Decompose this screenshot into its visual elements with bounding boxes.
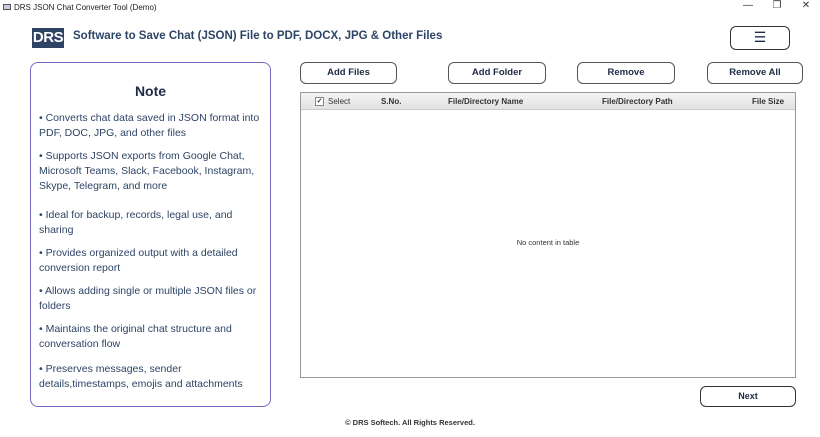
- table-header: ✓ Select S.No. File/Directory Name File/…: [301, 93, 795, 110]
- select-all-checkbox[interactable]: ✓: [315, 97, 324, 106]
- note-item: • Maintains the original chat structure …: [39, 323, 232, 350]
- note-item: • Provides organized output with a detai…: [39, 247, 238, 274]
- add-folder-button[interactable]: Add Folder: [448, 62, 546, 84]
- restore-button[interactable]: ❐: [772, 0, 782, 11]
- logo: DRS: [32, 28, 64, 48]
- remove-all-button[interactable]: Remove All: [707, 62, 803, 84]
- menu-button[interactable]: ☰: [730, 26, 790, 50]
- column-select: Select: [328, 97, 351, 106]
- add-files-button[interactable]: Add Files: [300, 62, 397, 84]
- minimize-button[interactable]: —: [743, 0, 753, 11]
- footer: © DRS Softech. All Rights Reserved.: [345, 418, 475, 427]
- column-name: File/Directory Name: [448, 97, 524, 106]
- note-item: • Converts chat data saved in JSON forma…: [39, 112, 260, 139]
- note-panel: Note • Converts chat data saved in JSON …: [30, 62, 271, 407]
- note-item: • Supports JSON exports from Google Chat…: [39, 150, 255, 192]
- next-button[interactable]: Next: [700, 386, 796, 407]
- column-sno: S.No.: [381, 97, 402, 106]
- empty-message: No content in table: [516, 238, 580, 247]
- app-icon: [3, 4, 11, 10]
- close-button[interactable]: ✕: [801, 0, 811, 11]
- note-item: • Ideal for backup, records, legal use, …: [39, 209, 233, 236]
- note-title: Note: [134, 83, 167, 99]
- remove-button[interactable]: Remove: [577, 62, 675, 84]
- page-title: Software to Save Chat (JSON) File to PDF…: [73, 30, 443, 42]
- title-bar: DRS JSON Chat Converter Tool (Demo) — ❐ …: [0, 0, 820, 14]
- window-title: DRS JSON Chat Converter Tool (Demo): [14, 3, 157, 12]
- file-table: ✓ Select S.No. File/Directory Name File/…: [300, 92, 796, 378]
- note-item: • Allows adding single or multiple JSON …: [39, 285, 257, 312]
- note-item: • Preserves messages, sender details,tim…: [39, 363, 243, 390]
- column-path: File/Directory Path: [602, 97, 673, 106]
- column-size: File Size: [752, 97, 785, 106]
